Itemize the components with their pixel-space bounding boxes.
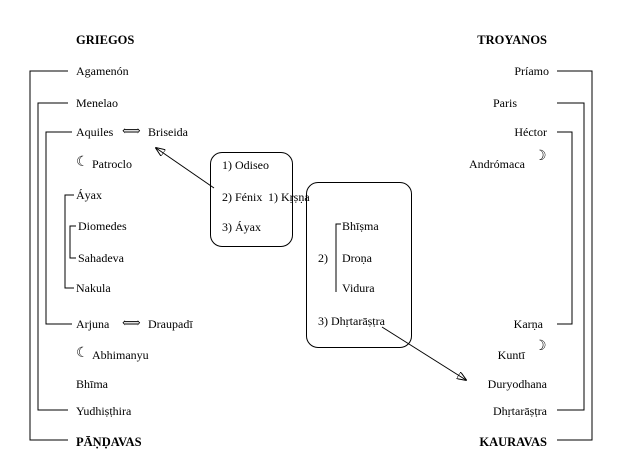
indian-box-item-2-prefix: 2) (318, 251, 328, 265)
label-karna: Karṇa (513, 317, 543, 331)
label-agamenon: Agamenón (76, 64, 129, 78)
label-kunti: Kuntī (497, 348, 525, 362)
footer-kauravas: KAURAVAS (479, 435, 547, 449)
indian-box-sub-vidura: Vidura (342, 281, 375, 295)
label-briseida: Briseida (148, 125, 188, 139)
curl-left-icon: ☾ (76, 346, 89, 361)
arrow-to-patroclo (156, 148, 215, 189)
bracket-agamenon-pandavas (29, 70, 68, 441)
label-priamo: Príamo (514, 64, 549, 78)
greek-counsel-box (210, 152, 293, 247)
label-nakula: Nakula (76, 281, 111, 295)
bracket-aquiles-arjuna (45, 131, 72, 325)
bracket-bhisma-vidura (335, 223, 341, 292)
label-patroclo: Patroclo (92, 157, 132, 171)
label-sahadeva: Sahadeva (78, 251, 124, 265)
label-hector: Héctor (514, 125, 547, 139)
bracket-priamo-kauravas (557, 70, 593, 441)
greek-box-item-1: 1) Odiseo (222, 158, 269, 172)
indian-box-item-1: 1) Kṛṣṇa (268, 190, 310, 204)
footer-pandavas: PĀṆḌAVAS (76, 435, 142, 449)
bracket-diomedes-sahadeva (69, 225, 76, 259)
bracket-paris-dhrtarastra (557, 102, 585, 411)
curl-left-icon: ☾ (76, 155, 89, 170)
indian-box-sub-bhisma: Bhīṣma (342, 219, 379, 233)
label-dhrtarastra: Dhṛtarāṣṭra (493, 404, 547, 418)
label-abhimanyu: Abhimanyu (92, 348, 149, 362)
greek-box-item-3: 3) Áyax (222, 220, 261, 234)
label-diomedes: Diomedes (78, 219, 127, 233)
label-yudhisthira: Yudhiṣṭhira (76, 404, 132, 418)
indian-counsel-box (306, 182, 412, 348)
label-arjuna: Arjuna (76, 317, 110, 331)
label-andromaca: Andrómaca (469, 157, 525, 171)
indian-box-sub-drona: Droṇa (342, 251, 372, 265)
label-bhima: Bhīma (76, 377, 108, 391)
curl-right-icon: ☽ (534, 149, 547, 164)
label-paris: Paris (493, 96, 517, 110)
label-draupadi: Draupadī (148, 317, 193, 331)
arrow-to-duryodhana (381, 326, 466, 380)
label-duryodhana: Duryodhana (487, 377, 547, 391)
label-menelao: Menelao (76, 96, 118, 110)
indian-box-item-3: 3) Dhṛtarāṣṭra (318, 314, 385, 328)
double-arrow-icon: ⟺ (122, 123, 141, 138)
header-troyanos: TROYANOS (477, 33, 547, 47)
label-aquiles: Aquiles (76, 125, 114, 139)
label-ayax: Áyax (76, 188, 102, 202)
double-arrow-icon: ⟺ (122, 315, 141, 330)
header-griegos: GRIEGOS (76, 33, 135, 47)
bracket-ayax-nakula (64, 194, 74, 289)
bracket-hector-karna (557, 131, 573, 325)
curl-right-icon: ☽ (534, 339, 547, 354)
greek-box-item-2: 2) Fénix (222, 190, 263, 204)
bracket-menelao-yudhisthira (37, 102, 68, 411)
